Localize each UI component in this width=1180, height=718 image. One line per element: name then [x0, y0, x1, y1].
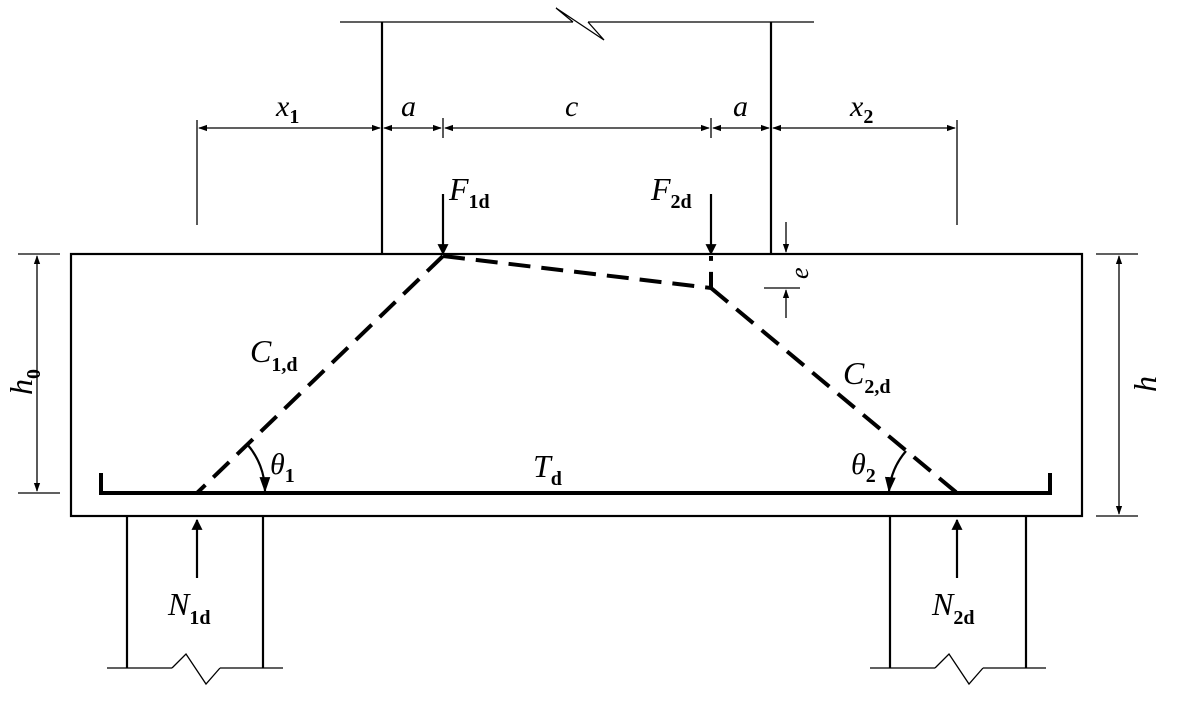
h0-dimension	[18, 253, 60, 494]
label-n2d: N2d	[931, 586, 974, 629]
eccentricity-dimension	[764, 222, 800, 318]
label-theta1: θ1	[270, 448, 295, 487]
tie-bar	[99, 473, 1052, 495]
strut-c1d	[195, 254, 445, 495]
label-n1d: N1d	[167, 586, 210, 629]
column	[340, 7, 814, 254]
label-e: e	[785, 267, 814, 279]
strut-top	[442, 254, 713, 291]
angle-arc-theta2	[884, 450, 907, 493]
strut-c2d	[709, 286, 959, 495]
label-f2d: F2d	[650, 171, 692, 213]
pile-cap	[69, 252, 1084, 518]
label-c1d: C1,d	[250, 333, 297, 376]
label-h: h	[1127, 376, 1163, 392]
angle-arc-theta1	[246, 443, 271, 493]
h-dimension	[1096, 253, 1138, 517]
pile-left	[107, 516, 283, 686]
label-a-left: a	[401, 90, 416, 123]
label-theta2: θ2	[851, 448, 876, 487]
label-f1d: F1d	[448, 171, 490, 213]
label-td: Td	[533, 448, 562, 490]
label-x2: x2	[849, 90, 873, 128]
label-c: c	[565, 90, 578, 123]
label-a-right: a	[733, 90, 748, 123]
label-h0: h0	[3, 369, 45, 395]
label-x1: x1	[275, 90, 299, 128]
top-dimension-chain	[196, 118, 958, 225]
label-c2d: C2,d	[843, 355, 890, 398]
pile-right	[870, 516, 1046, 686]
